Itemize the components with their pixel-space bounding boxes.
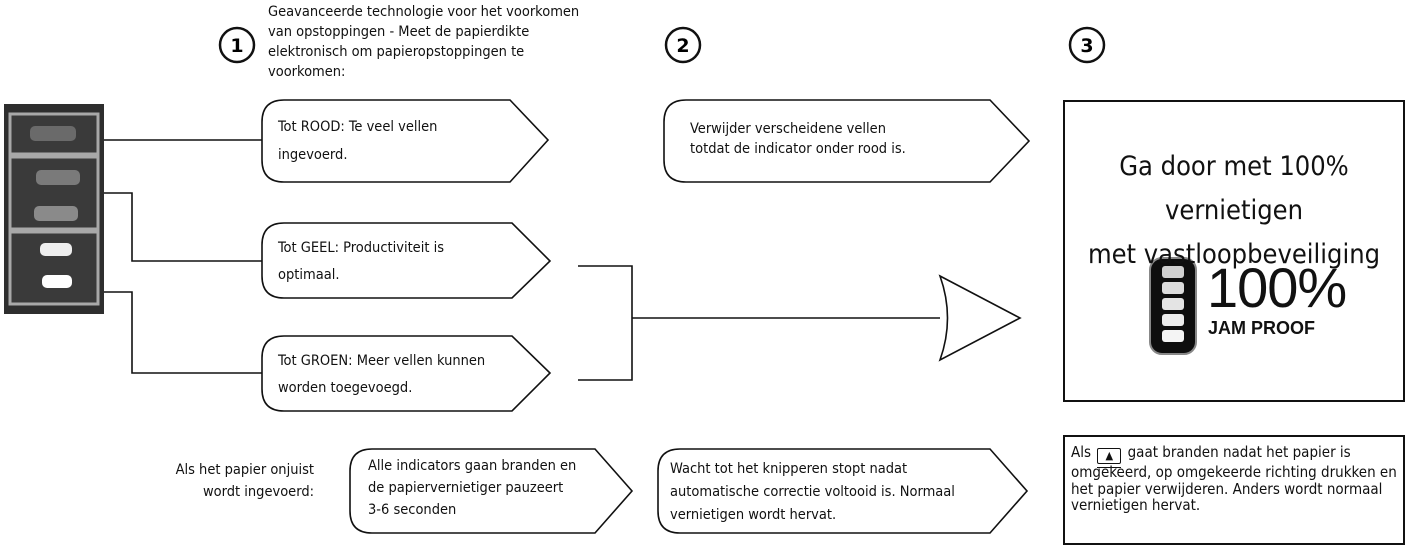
yellow-label-line2: optimaal.: [278, 267, 340, 283]
misfeed-step1-line1: Alle indicators gaan branden en: [368, 458, 577, 474]
misfeed-step1-line3: 3-6 seconden: [368, 502, 457, 518]
red-label-line1: Tot ROOD: Te veel vellen: [278, 119, 438, 135]
remove-sheets-line2: totdat de indicator onder rood is.: [690, 141, 906, 157]
step-1-circle: 1: [218, 26, 256, 64]
misfeed-label-line2: wordt ingevoerd:: [202, 484, 314, 500]
misfeed-step2-line3: vernietigen wordt hervat.: [670, 507, 837, 523]
jam-proof-meter-icon: [1149, 257, 1197, 355]
green-pentagon-box: [261, 335, 552, 412]
red-label-line2: ingevoerd.: [278, 147, 348, 163]
remove-sheets-pentagon-box: [663, 99, 1031, 183]
indicator-panel-icon: [4, 104, 104, 314]
intro-text: Geavanceerde technologie voor het voorko…: [268, 4, 580, 80]
misfeed-step1-pentagon-box: [349, 448, 634, 534]
svg-text:2: 2: [676, 35, 689, 57]
note-after: gaat branden nadat het papier is omgekee…: [1071, 443, 1397, 515]
result-line1: Ga door met 100% vernietigen: [1119, 151, 1349, 226]
step-3-circle: 3: [1068, 26, 1106, 64]
remove-sheets-line1: Verwijder verscheidene vellen: [690, 121, 886, 137]
svg-text:3: 3: [1080, 35, 1093, 57]
misfeed-step1-line2: de papiervernietiger pauzeert: [368, 480, 564, 496]
yellow-pentagon-box: [261, 222, 552, 299]
reverse-note: Als ▲ gaat branden nadat het papier is o…: [1071, 444, 1403, 514]
yellow-label-line1: Tot GEEL: Productiviteit is: [278, 240, 445, 256]
arrow-icon: [938, 274, 1022, 362]
note-before: Als: [1071, 443, 1092, 461]
green-label-line2: worden toegevoegd.: [278, 380, 413, 396]
red-pentagon-box: [261, 99, 550, 183]
svg-text:1: 1: [230, 35, 243, 57]
jam-proof-label: JAM PROOF: [1208, 318, 1316, 338]
connector-lines: [104, 139, 940, 381]
green-label-line1: Tot GROEN: Meer vellen kunnen: [278, 353, 486, 369]
jam-proof-percent: 100%: [1207, 256, 1347, 319]
misfeed-step2-pentagon-box: [657, 448, 1029, 534]
misfeed-step2-line2: automatische correctie voltooid is. Norm…: [670, 484, 955, 500]
result-line2: met vastloopbeveiliging: [1087, 239, 1381, 270]
misfeed-label-line1: Als het papier onjuist: [175, 462, 314, 478]
result-text: Ga door met 100% vernietigen met vastloo…: [1064, 145, 1404, 277]
step-2-circle: 2: [664, 26, 702, 64]
misfeed-step2-line1: Wacht tot het knipperen stopt nadat: [670, 461, 908, 477]
reverse-icon: ▲: [1097, 448, 1122, 468]
result-box: [1063, 100, 1405, 402]
